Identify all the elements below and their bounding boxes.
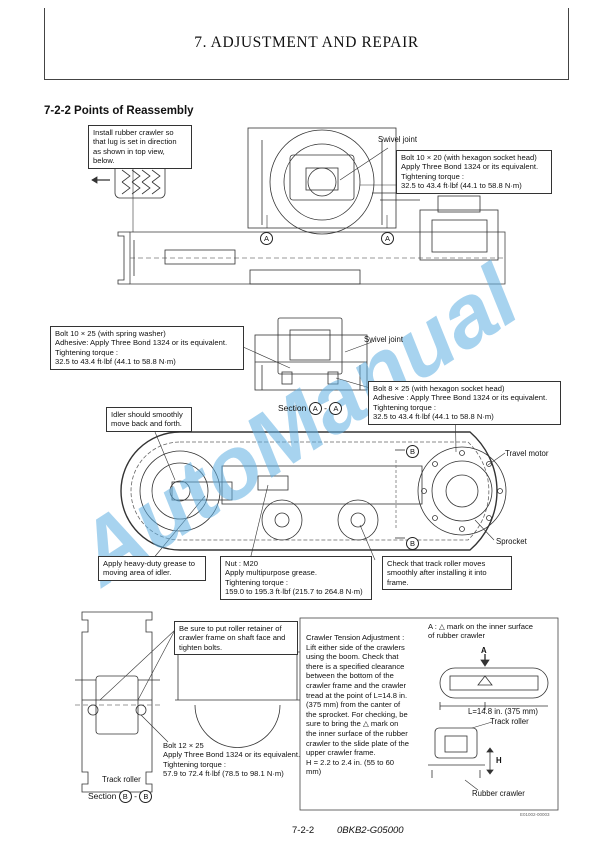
tension-box-frame (299, 617, 559, 811)
section-marker-b2: B (139, 790, 153, 803)
note-heavy-duty-grease: Apply heavy-duty grease to moving area o… (98, 556, 206, 581)
fig1-lug-sketch (91, 162, 166, 199)
label-track-roller-t: Track roller (490, 717, 529, 726)
marker-a-left: A (260, 228, 273, 246)
marker-b-top: B (406, 441, 419, 459)
section-word: Section (278, 403, 307, 413)
note-bolt-8x25: Bolt 8 × 25 (with hexagon socket head) A… (368, 381, 561, 425)
label-travel-motor: Travel motor (505, 449, 549, 458)
note-nut-m20: Nut : M20 Apply multipurpose grease. Tig… (220, 556, 372, 600)
label-swivel-joint-1: Swivel joint (378, 135, 417, 144)
document-code: 0BKB2-G05000 (337, 825, 404, 836)
note-lug-direction: Install rubber crawler so that lug is se… (88, 125, 192, 169)
section-word-b: Section (88, 791, 117, 801)
tension-adjustment-text: Crawler Tension Adjustment : Lift either… (306, 633, 409, 777)
chapter-title: 7. ADJUSTMENT AND REPAIR (194, 34, 419, 51)
section-marker-a1: A (308, 402, 322, 415)
marker-a-right: A (381, 228, 394, 246)
page-number: 7-2-2 (292, 825, 315, 836)
note-roller-retainer: Be sure to put roller retainer of crawle… (174, 621, 298, 656)
label-dimension-l: L=14.8 in. (375 mm) (468, 707, 538, 716)
fig1-frame-drawing (117, 127, 506, 285)
note-mark-a: A : △ mark on the inner surface of rubbe… (428, 622, 534, 641)
tension-crawler-sketch (428, 654, 549, 791)
travel-motor-bolts (421, 450, 503, 532)
note-bolt-12x25: Bolt 12 × 25 Apply Three Bond 1324 or it… (163, 741, 301, 779)
label-h: H (496, 756, 502, 765)
label-track-roller-b: Track roller (102, 775, 141, 784)
page-header: 7. ADJUSTMENT AND REPAIR (44, 8, 569, 80)
note-track-roller-check: Check that track roller moves smoothly a… (382, 556, 512, 591)
section-b-b-caption: Section B - B (88, 790, 153, 803)
marker-b-bottom: B (406, 533, 419, 551)
note-bolt-10x20: Bolt 10 × 20 (with hexagon socket head) … (396, 150, 552, 194)
figure-code: E01002-00003 (520, 812, 550, 817)
section-a-a-caption: Section A - A (278, 402, 343, 415)
fig1-leaders (132, 147, 398, 232)
note-idler-movement: Idler should smoothly move back and fort… (106, 407, 192, 432)
section-marker-a2: A (329, 402, 343, 415)
fig2-section-drawing (231, 317, 373, 391)
section-dash: - (324, 403, 327, 413)
label-sprocket: Sprocket (496, 537, 527, 546)
label-a-arrow: A (481, 646, 487, 655)
label-swivel-joint-2: Swivel joint (364, 335, 403, 344)
note-bolt-10x25: Bolt 10 × 25 (with spring washer) Adhesi… (50, 326, 244, 370)
section-title: 7-2-2 Points of Reassembly (44, 105, 194, 117)
section-dash-b: - (134, 791, 137, 801)
section-marker-b1: B (118, 790, 132, 803)
label-rubber-crawler: Rubber crawler (472, 789, 525, 798)
fig3-crawler-drawing (120, 431, 507, 551)
